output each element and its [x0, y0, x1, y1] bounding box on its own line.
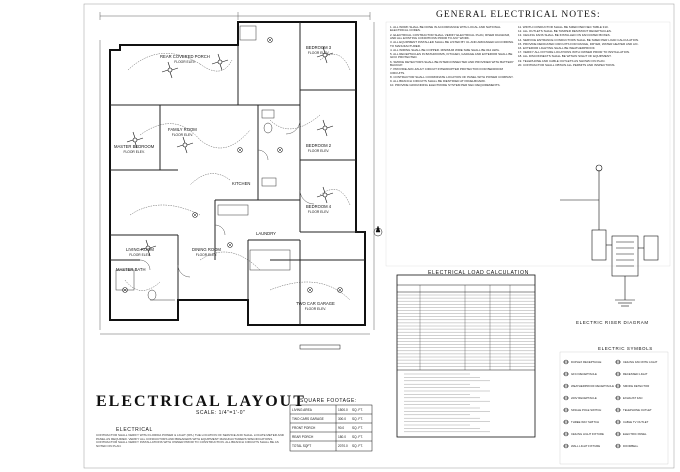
room-label-master-bath: MASTER BATH — [116, 267, 146, 272]
square-footage-cell: 300.0 — [338, 417, 346, 421]
symbol-label: WALL LIGHT FIXTURE — [571, 444, 601, 449]
note-item: 5. ALL RECEPTACLES IN BATHROOMS, KITCHEN… — [390, 52, 513, 60]
symbol-label: DUPLEX RECEPTACLE — [571, 360, 602, 365]
load-calculation-title: ELECTRICAL LOAD CALCULATION — [428, 270, 529, 276]
note-item: 20. CONTRACTOR SHALL OBTAIN ALL PERMITS … — [518, 62, 616, 67]
square-footage-cell: SQ. FT. — [352, 408, 363, 412]
symbol-label: CEILING FAN WITH LIGHT — [623, 360, 658, 365]
square-footage-title: SQUARE FOOTAGE: — [300, 398, 357, 404]
symbol-label: THREE WAY SWITCH — [571, 420, 600, 425]
riser-diagram — [560, 164, 659, 307]
riser-diagram-title: ELECTRIC RISER DIAGRAM — [576, 320, 649, 325]
notes-column-right: 11. WIDTH CONDUCTOR SHALL BE SIZED PER N… — [518, 26, 668, 176]
square-footage-row: FRONT PORCH 90.0 SQ. FT. — [290, 423, 372, 432]
note-item: 1. ALL WORK SHALL BE DONE IN ACCORDANCE … — [390, 26, 501, 33]
symbol-label: GFCI RECEPTACLE — [571, 372, 597, 377]
square-footage-cell: SQ. FT. — [352, 444, 363, 448]
square-footage-cell: LIVING AREA — [292, 408, 312, 412]
note-item: 9. ALL BRANCH CIRCUITS SHALL BE IDENTIFI… — [390, 79, 486, 84]
note-item: 3. ALL EQUIPMENT INSTALLED SHALL BE LIST… — [390, 40, 514, 48]
interior-walls — [110, 22, 365, 325]
square-footage-row: TWO CARS GARAGE 300.0 SQ. FT. — [290, 414, 372, 423]
square-footage-row: LIVING AREA 1500.0 SQ. FT. — [290, 405, 372, 414]
symbols-title: ELECTRIC SYMBOLS — [598, 346, 653, 351]
note-item: 11. WIDTH CONDUCTOR SHALL BE SIZED PER N… — [518, 26, 609, 29]
room-label-kitchen: KITCHEN — [232, 181, 251, 186]
north-arrow — [373, 225, 383, 237]
plumbing-fixtures — [115, 25, 291, 301]
note-item: 13. CEILING FANS SHALL BE INSTALLED ON F… — [518, 33, 611, 38]
load-table-rows — [397, 294, 535, 432]
square-footage-cell: SQ. FT. — [352, 435, 363, 439]
square-footage-cell: FRONT PORCH — [292, 426, 316, 430]
symbol-label: CEILING LIGHT FIXTURE — [571, 432, 604, 437]
note-item: 7. PROVIDE ARC-FAULT CIRCUIT INTERRUPTER… — [390, 67, 504, 75]
symbol-label: DOORBELL — [623, 444, 639, 449]
note-item: 4. ALL WIRING SHALL BE COPPER. MINIMUM W… — [390, 47, 500, 52]
circuit-wiring — [124, 53, 351, 301]
symbol-label: TELEPHONE OUTLET — [623, 408, 652, 413]
square-footage-cell: SQ. FT. — [352, 426, 363, 430]
symbol-label: EXHAUST FAN — [623, 396, 643, 401]
square-footage-cell: TOTAL SQFT — [292, 444, 312, 448]
symbol-label: SINGLE POLE SWITCH — [571, 408, 602, 413]
notes-area — [385, 21, 671, 267]
square-footage-table — [289, 404, 373, 452]
drawing-scale: SCALE: 1/4"=1'-0" — [196, 410, 246, 416]
square-footage-row: TOTAL SQFT 2070.0 SQ. FT. — [290, 441, 372, 450]
dimension-lines — [99, 12, 375, 335]
symbol-glyphs — [563, 359, 621, 449]
note-item: 18. ALL DISCONNECTS SHALL BE WITHIN SIGH… — [518, 54, 612, 59]
note-item: 2. ELECTRICAL CONTRACTOR SHALL VERIFY EL… — [390, 32, 510, 41]
light-fixtures — [122, 37, 343, 293]
square-footage-cell: SQ. FT. — [352, 417, 363, 421]
drawing-title: ELECTRICAL LAYOUT — [96, 393, 306, 410]
notes-title: GENERAL ELECTRICAL NOTES: — [436, 10, 601, 20]
electrical-description: CONTRACTOR SHALL VERIFY WITH FLORIDA POW… — [96, 433, 284, 448]
electrical-section-title: ELECTRICAL — [116, 427, 153, 433]
note-item: 15. PROVIDE DEDICATED CIRCUITS FOR RANGE… — [518, 41, 639, 46]
note-item: 16. EXTERIOR LIGHTING SHALL BE WEATHERPR… — [518, 46, 596, 51]
note-item: 6. SMOKE DETECTORS SHALL BE INTERCONNECT… — [390, 59, 514, 68]
note-item: 12. ALL OUTLETS SHALL BE TAMPER RESISTAN… — [518, 29, 612, 34]
symbol-label: 220V RECEPTACLE — [571, 396, 597, 401]
square-footage-row: REAR PORCH 180.0 SQ. FT. — [290, 432, 372, 441]
sheet-border — [83, 3, 675, 469]
symbol-label: SMOKE DETECTOR — [623, 384, 650, 389]
symbol-label: RECESSED LIGHT — [623, 372, 648, 377]
square-footage-cell: 2070.0 — [338, 444, 348, 448]
note-item: 19. TELEPHONE AND CABLE OUTLETS AS SHOWN… — [518, 58, 606, 63]
notes-column-left: 1. ALL WORK SHALL BE DONE IN ACCORDANCE … — [390, 26, 516, 266]
note-item: 8. CONTRACTOR SHALL COORDINATE LOCATION … — [390, 74, 514, 79]
room-label-laundry: LAUNDRY — [256, 231, 276, 236]
symbol-label: ELECTRIC PANEL — [623, 432, 647, 437]
square-footage-cell: REAR PORCH — [292, 435, 314, 439]
square-footage-cell: 90.0 — [338, 426, 345, 430]
note-item: 10. PROVIDE GROUNDING ELECTRODE SYSTEM P… — [390, 83, 501, 88]
garage-door — [262, 324, 352, 350]
symbol-label: CABLE TV OUTLET — [623, 420, 649, 425]
door-swings — [139, 119, 315, 278]
symbol-label: WEATHERPROOF RECEPTACLE — [571, 384, 614, 389]
ceiling-fans — [126, 46, 334, 257]
note-item: 17. VERIFY ALL FIXTURE LOCATIONS WITH OW… — [518, 50, 630, 55]
note-item: 14. SERVICE ENTRANCE CONDUCTORS SHALL BE… — [518, 37, 639, 42]
square-footage-cell: TWO CARS GARAGE — [292, 417, 324, 421]
load-calculation-table — [396, 274, 536, 438]
symbols-box — [559, 351, 669, 465]
square-footage-cell: 180.0 — [338, 435, 346, 439]
square-footage-cell: 1500.0 — [338, 408, 348, 412]
